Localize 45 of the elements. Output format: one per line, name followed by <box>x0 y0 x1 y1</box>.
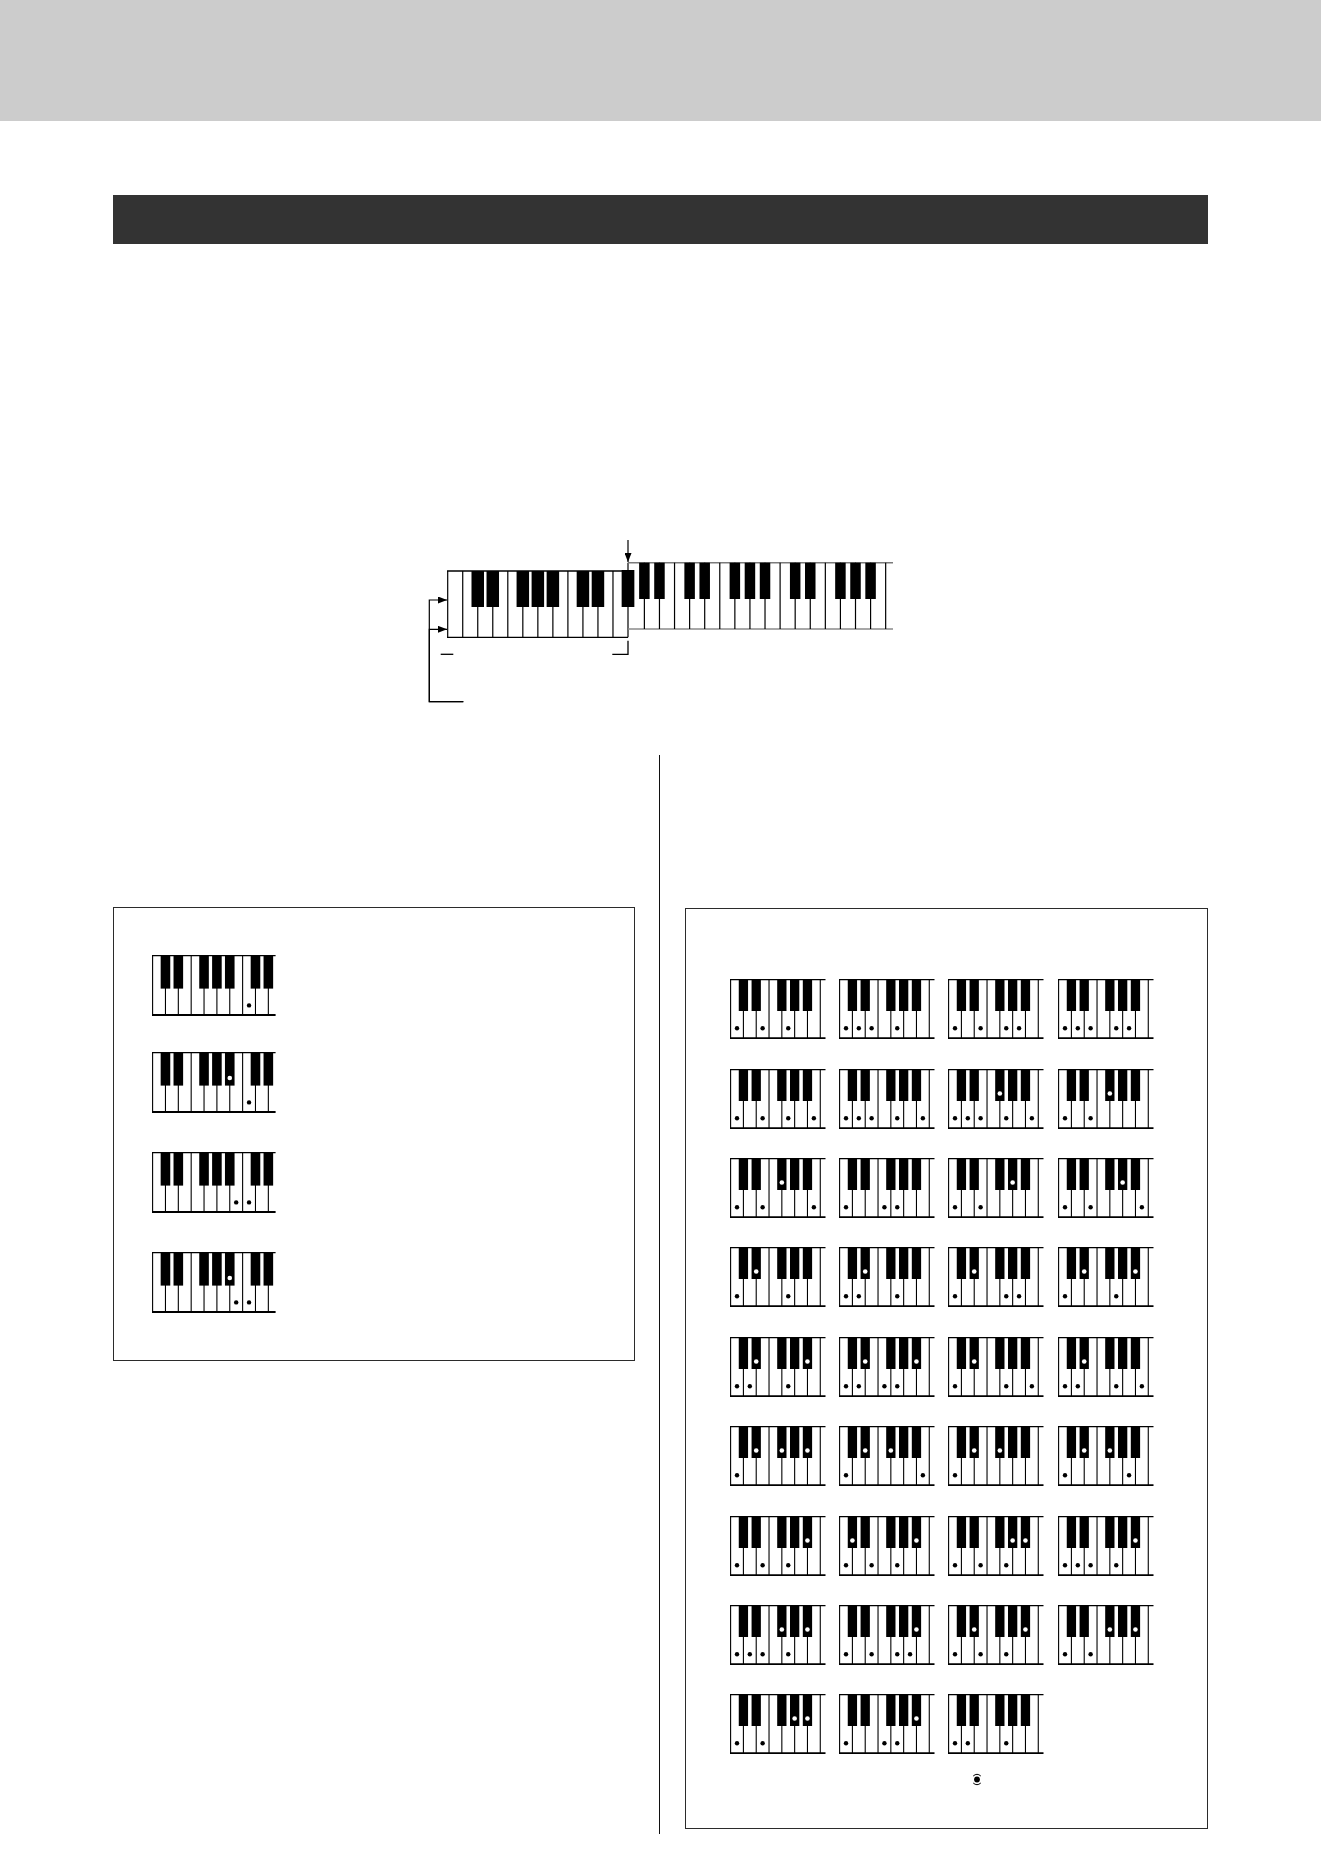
chord-keyboard-drawing <box>839 1158 936 1219</box>
arrow <box>428 625 464 703</box>
chord-keyboard-drawing <box>948 1247 1045 1309</box>
chord-keyboard-drawing <box>1057 1426 1154 1488</box>
chord-keyboard-drawing <box>839 1336 936 1398</box>
chord-keyboard-drawing <box>1057 1515 1154 1577</box>
chord-keyboard-drawing <box>729 1605 826 1666</box>
chord-keyboard-drawing <box>1057 979 1154 1041</box>
chord-keyboard-drawing <box>948 1158 1045 1219</box>
chord-keyboard-drawing <box>948 1336 1045 1398</box>
keyboard-drawing <box>447 562 894 638</box>
chord-keyboard-drawing <box>839 979 936 1041</box>
chord-keyboard-drawing <box>729 1515 826 1577</box>
chord-keyboard-drawing <box>1057 1336 1154 1398</box>
chord-keyboard-drawing <box>948 1515 1045 1577</box>
chord-keyboard-drawing <box>839 1068 936 1130</box>
chord-keyboard-drawing <box>151 1252 276 1314</box>
chord-keyboard-drawing <box>839 1426 936 1488</box>
chord-keyboard-drawing <box>729 1694 826 1756</box>
title-bar <box>113 195 1208 244</box>
chord-keyboard-drawing <box>729 979 826 1041</box>
chord-keyboard-drawing <box>839 1247 936 1309</box>
panel-frame <box>112 907 635 1361</box>
chord-keyboard-drawing <box>839 1605 936 1666</box>
chord-keyboard-drawing <box>948 1694 1045 1756</box>
chord-keyboard-drawing <box>151 1152 276 1214</box>
chord-keyboard-drawing <box>948 1068 1045 1130</box>
chord-keyboard-drawing <box>729 1068 826 1130</box>
chord-keyboard-drawing <box>948 1426 1045 1488</box>
chord-keyboard-drawing <box>1057 1247 1154 1309</box>
chord-keyboard-drawing <box>729 1336 826 1398</box>
chord-keyboard-drawing <box>1057 1158 1154 1219</box>
chord-keyboard-drawing <box>839 1515 936 1577</box>
chord-keyboard-drawing <box>151 1052 276 1114</box>
panel-frame <box>685 907 1209 1829</box>
chord-keyboard-drawing <box>1057 1605 1154 1666</box>
chord-keyboard-drawing <box>151 954 276 1017</box>
chord-keyboard-drawing <box>729 1426 826 1488</box>
arrow <box>624 539 632 563</box>
chord-keyboard-drawing <box>729 1158 826 1219</box>
chord-keyboard-drawing <box>948 1605 1045 1666</box>
chord-keyboard-drawing <box>729 1247 826 1309</box>
chord-keyboard-drawing <box>839 1694 936 1756</box>
chord-keyboard-drawing <box>948 979 1045 1041</box>
chord-keyboard-drawing <box>1057 1068 1154 1130</box>
